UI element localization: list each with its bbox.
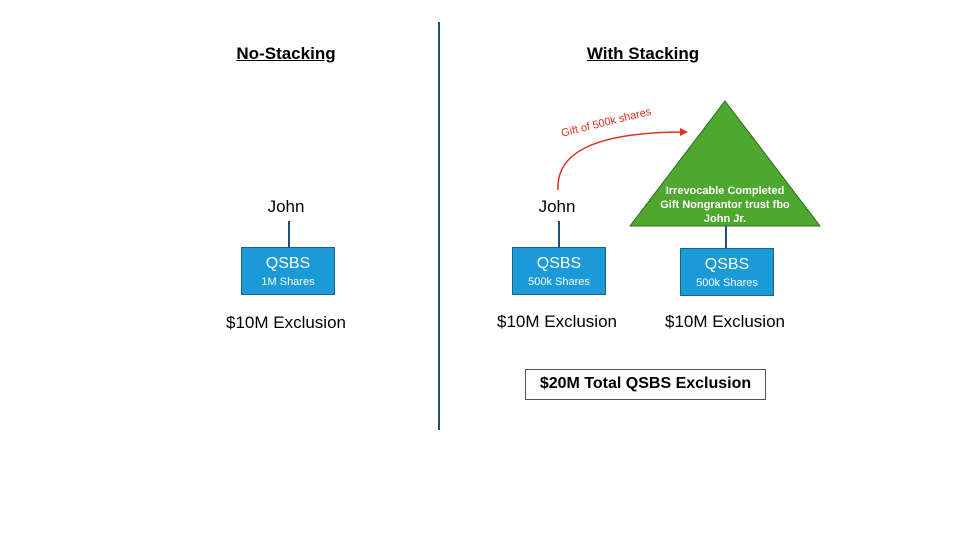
- john-label-left: John: [267, 197, 305, 216]
- john-connector-left: [288, 221, 290, 248]
- qsbs-title: QSBS: [536, 255, 582, 272]
- with-stacking-heading: With Stacking: [586, 44, 700, 63]
- qsbs-title: QSBS: [704, 256, 750, 273]
- no-stacking-heading: No-Stacking: [236, 44, 336, 63]
- qsbs-shares: 500k Shares: [696, 277, 758, 289]
- exclusion-trust: $10M Exclusion: [664, 312, 785, 331]
- exclusion-john: $10M Exclusion: [496, 312, 617, 331]
- trust-label: Irrevocable Completed Gift Nongrantor tr…: [645, 184, 805, 226]
- qsbs-shares: 500k Shares: [528, 276, 590, 288]
- qsbs-box-left: QSBS 1M Shares: [241, 247, 335, 295]
- qsbs-box-trust: QSBS 500k Shares: [680, 248, 774, 296]
- trust-line-1: Irrevocable Completed: [665, 185, 785, 197]
- gift-arrow: [557, 128, 688, 191]
- john-label-right: John: [538, 197, 576, 216]
- center-divider: [438, 22, 440, 430]
- trust-line-3: John Jr.: [703, 213, 747, 225]
- exclusion-left: $10M Exclusion: [225, 313, 346, 332]
- qsbs-title: QSBS: [265, 255, 311, 272]
- john-connector-right: [558, 221, 560, 248]
- qsbs-shares: 1M Shares: [261, 276, 315, 288]
- total-exclusion-box: $20M Total QSBS Exclusion: [525, 369, 766, 400]
- trust-connector: [725, 226, 727, 249]
- trust-line-2: Gift Nongrantor trust fbo: [660, 199, 790, 211]
- qsbs-box-john: QSBS 500k Shares: [512, 247, 606, 295]
